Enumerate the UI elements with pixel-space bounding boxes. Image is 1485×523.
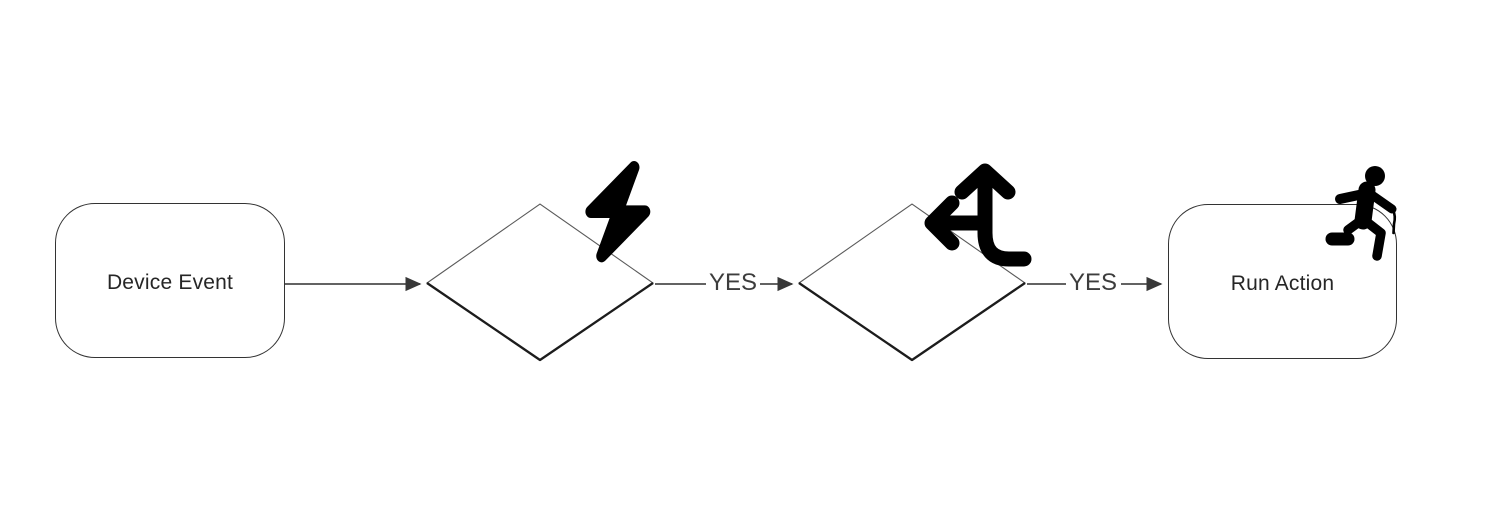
node-trigger-exists-label: Trigger exists? (506, 256, 574, 308)
lightning-bolt-icon (585, 160, 651, 263)
node-condition-matches-label: Condition matches? (865, 256, 959, 308)
node-run-action-label: Run Action (1230, 271, 1335, 295)
arrows-split-up-left-icon (924, 163, 1032, 267)
edge-label-yes-condition-to-action: YES (1068, 269, 1118, 296)
node-device-event: Device Event (55, 203, 285, 358)
node-device-event-label: Device Event (106, 270, 234, 294)
node-run-action: Run Action (1168, 204, 1397, 359)
edge-label-yes-trigger-to-condition: YES (708, 269, 758, 296)
